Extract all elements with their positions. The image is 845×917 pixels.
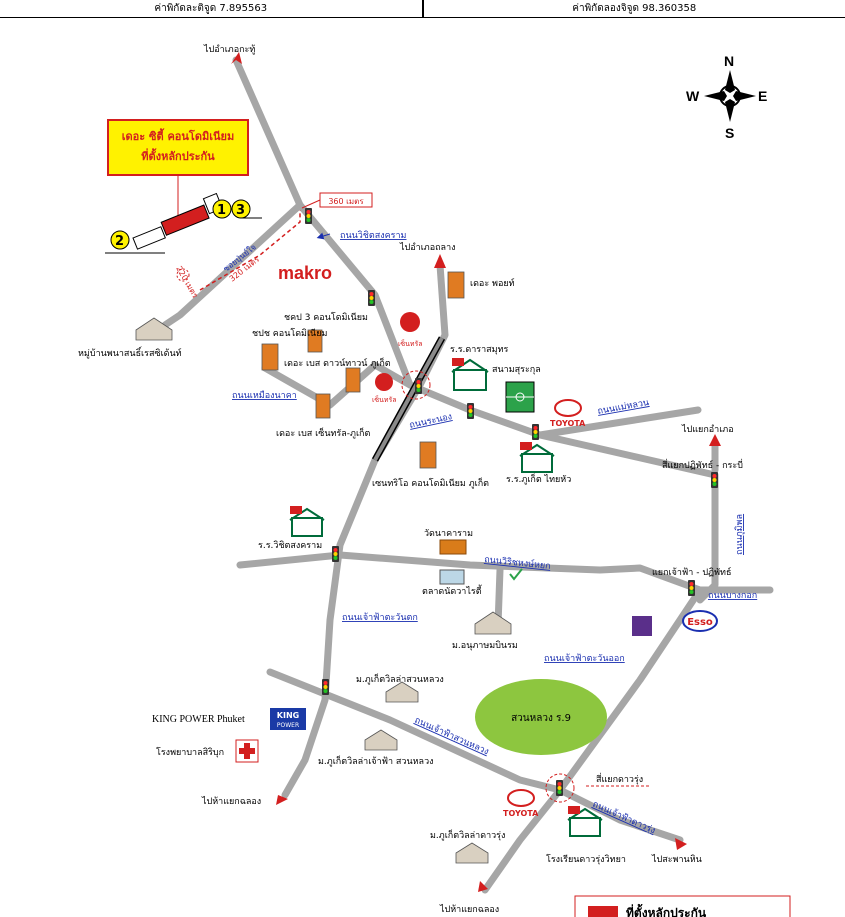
condo-building-icons (261, 271, 465, 469)
road-bangkok: ถนนบางกอก (708, 591, 757, 601)
badge-2-icon (110, 230, 130, 250)
label-market: ตลาดนัดวาไรตี้ (422, 584, 483, 597)
toyota-label-1: TOYOTA (550, 419, 586, 428)
toyota-label-2: TOYOTA (503, 809, 539, 818)
kingpower-logo-2: POWER (277, 722, 299, 729)
project-site-icon (132, 192, 224, 250)
esso-label: Esso (687, 617, 713, 628)
check-icon (509, 568, 523, 581)
label-wat-na: วัดนาคาราม (424, 529, 473, 539)
route-dashed (199, 210, 301, 291)
label-village: หมู่บ้านพนาสนธิ์เรสซิเด้นท์ (78, 346, 182, 359)
label-hospital: โรงพยาบาลสิริบุก (156, 747, 224, 758)
label-dawrung-school: โรงเรียนดาวรุ่งวิทยา (546, 854, 626, 865)
arrow-chalong-w-icon (276, 795, 288, 805)
longitude-label: ค่าพิกัดลองจิจูด 98.360358 (572, 3, 697, 14)
project-subtitle: ที่ตั้งหลักประกัน (141, 148, 215, 163)
label-best-central: เดอะ เบส เซ็นทรัล-ภูเก็ต (276, 426, 370, 439)
label-phuket-thaihua: ร.ร.ภูเก็ต ไทยหัว (506, 472, 571, 485)
arrow-chalong-s-icon (478, 881, 488, 892)
label-to-chalong-s: ไปห้าแยกฉลอง (439, 904, 499, 915)
central-label-2: เซ็นทรัล (372, 395, 397, 404)
toyota-logo-icon (507, 399, 582, 807)
label-to-chalong-w: ไปห้าแยกฉลอง (201, 796, 261, 807)
central-label-1: เซ็นทรัล (398, 339, 423, 348)
label-to-saphan-hin: ไปสะพานหิน (651, 854, 702, 865)
label-suan-surakul: สนามสุระกุล (492, 365, 541, 375)
compass-w: W (686, 88, 700, 104)
road-network (161, 56, 774, 894)
park-area (475, 679, 607, 755)
label-to-kathu: ไปอำเภอกะทู้ (203, 44, 255, 55)
arrow-thalang-icon (434, 254, 446, 268)
road-chaofa-e: ถนนเจ้าฟ้าตะวันออก (544, 653, 625, 664)
traffic-lights (305, 208, 718, 796)
project-name: เดอะ ซิตี้ คอนโดมิเนียม (122, 128, 234, 143)
label-king-power: KING POWER Phuket (152, 714, 245, 725)
compass-e: E (758, 88, 767, 104)
label-to-amphoe: ไปแยกอำเภอ (681, 424, 734, 435)
road-chaofa-w: ถนนเจ้าฟ้าตะวันตก (342, 612, 418, 623)
place-labels: ไปอำเภอกะทู้ ไปอำเภอถลาง เดอะ พอยท์ makr… (78, 44, 743, 915)
road-wichit: ถนนวิชิตสงคราม (340, 230, 407, 241)
label-sam-kra: สี่แยกปฏิพัทธ์ - กระบี่ (662, 458, 743, 471)
label-villa-suan: ม.ภูเก็ตวิลล่าสวนหลวง (356, 672, 444, 685)
label-villa-chaofa: ม.ภูเก็ตวิลล่าเจ้าฟ้า สวนหลวง (318, 754, 434, 767)
badge-2: 2 (115, 234, 124, 249)
label-darasamut: ร.ร.ดาราสมุทร (450, 345, 509, 355)
label-chaofa-pati: แยกเจ้าฟ้า - ปฏิพัทธ์ (652, 566, 731, 578)
arrow-saphanhin-icon (675, 838, 687, 850)
arrow-kathu-icon (231, 52, 242, 64)
badge-1: 1 (217, 203, 226, 218)
badge-1-icon (212, 199, 232, 219)
label-villa-dawrung: ม.ภูเก็ตวิลล่าดาวรุ่ง (430, 828, 505, 841)
label-the-point: เดอะ พอยท์ (470, 277, 515, 289)
label-phnp3: ชคป 3 คอนโดมิเนียม (284, 312, 368, 323)
legend-label: ที่ตั้งหลักประกัน (626, 903, 707, 917)
central-logo-icon (375, 312, 420, 391)
legend-box (574, 895, 791, 917)
label-ban-trieu: เซนทริโอ คอนโดมิเนียม ภูเก็ต (372, 476, 489, 489)
compass-icon (704, 70, 756, 122)
bank-icon (632, 616, 652, 636)
esso-logo-icon (682, 610, 718, 632)
road-muangnara: ถนนเหมืองนาคา (232, 390, 297, 401)
label-phnp: ชปช คอนโดมิเนียม (252, 328, 327, 339)
label-dawrung-jct: สี่แยกดาวรุ่ง (596, 772, 643, 785)
distance-220: 220 เมตร (174, 265, 200, 301)
compass-n: N (724, 53, 734, 69)
latitude-label: ค่าพิกัดละติจูด 7.895563 (0, 0, 424, 17)
label-anupark: ม.อนุภาษมบินรม (452, 640, 518, 651)
hospital-icon (235, 739, 259, 763)
badge-3-icon (231, 199, 251, 219)
compass-s: S (725, 125, 734, 141)
arrow-amphoe-icon (709, 434, 721, 446)
road-ranong: ถนนระนอง (409, 412, 454, 431)
house-icons (135, 317, 512, 864)
distance-360: 360 เมตร (328, 197, 364, 206)
label-best-downtown: เดอะ เบส ดาวน์ทาวน์ ภูเก็ต (284, 356, 391, 369)
coordinates-bar: ค่าพิกัดละติจูด 7.895563 ค่าพิกัดลองจิจู… (0, 0, 845, 18)
road-phunphon: ถนนภูมิพล (734, 514, 745, 555)
road-maeluan: ถนนแม่หลวน (597, 398, 650, 417)
kingpower-logo-1: KING (277, 711, 299, 720)
label-to-thalang: ไปอำเภอถลาง (399, 242, 456, 253)
label-wichit-school: ร.ร.วิชิตสงคราม (258, 540, 322, 551)
badge-3: 3 (236, 203, 245, 218)
park-label: สวนหลวง ร.9 (511, 713, 571, 724)
kingpower-logo-icon (270, 708, 306, 730)
temple-icon (439, 539, 467, 555)
legend-swatch-icon (588, 906, 618, 917)
school-icons (289, 358, 603, 837)
market-icon (439, 569, 465, 585)
label-makro: makro (278, 263, 332, 283)
project-callout (107, 119, 249, 176)
